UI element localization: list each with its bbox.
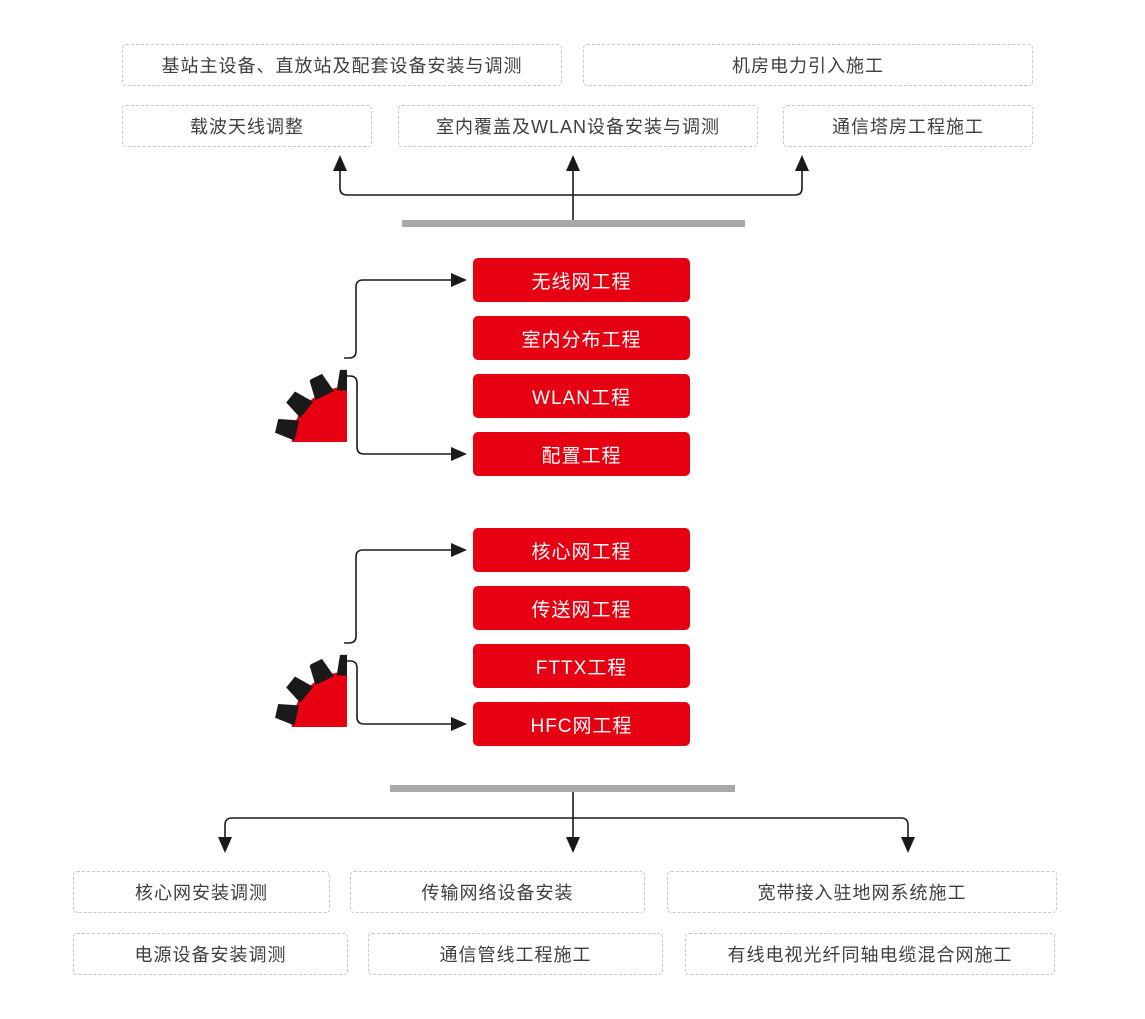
wired-item-core-network: 核心网工程 xyxy=(473,528,690,572)
bottom-box-pipeline-construction: 通信管线工程施工 xyxy=(368,933,663,975)
wired-gear: 有线类 xyxy=(197,577,347,727)
bottom-box-catv-hfc-construction: 有线电视光纤同轴电缆混合网施工 xyxy=(685,933,1055,975)
bottom-box-transmission-equipment: 传输网络设备安装 xyxy=(350,871,645,913)
top-divider-bar xyxy=(402,220,745,227)
wired-item-fttx: FTTX工程 xyxy=(473,644,690,688)
top-box-tower-construction: 通信塔房工程施工 xyxy=(783,105,1033,147)
wireless-item-configuration: 配置工程 xyxy=(473,432,690,476)
bottom-divider-bar xyxy=(390,785,735,792)
bottom-box-power-equipment: 电源设备安装调测 xyxy=(73,933,348,975)
wired-item-hfc: HFC网工程 xyxy=(473,702,690,746)
top-box-power-introduction: 机房电力引入施工 xyxy=(583,44,1033,86)
wireless-gear: 无线类 xyxy=(197,292,347,442)
wired-group-label: 有线类 xyxy=(229,638,314,669)
top-box-indoor-wlan: 室内覆盖及WLAN设备安装与调测 xyxy=(398,105,758,147)
top-box-base-station-equipment: 基站主设备、直放站及配套设备安装与调测 xyxy=(122,44,562,86)
wired-item-transport-network: 传送网工程 xyxy=(473,586,690,630)
bottom-box-core-network-install: 核心网安装调测 xyxy=(73,871,330,913)
wireless-group-label: 无线类 xyxy=(229,353,314,384)
top-box-carrier-antenna: 载波天线调整 xyxy=(122,105,372,147)
bottom-box-broadband-access: 宽带接入驻地网系统施工 xyxy=(667,871,1057,913)
wireless-item-radio-network: 无线网工程 xyxy=(473,258,690,302)
wireless-item-wlan: WLAN工程 xyxy=(473,374,690,418)
wireless-item-indoor-distribution: 室内分布工程 xyxy=(473,316,690,360)
